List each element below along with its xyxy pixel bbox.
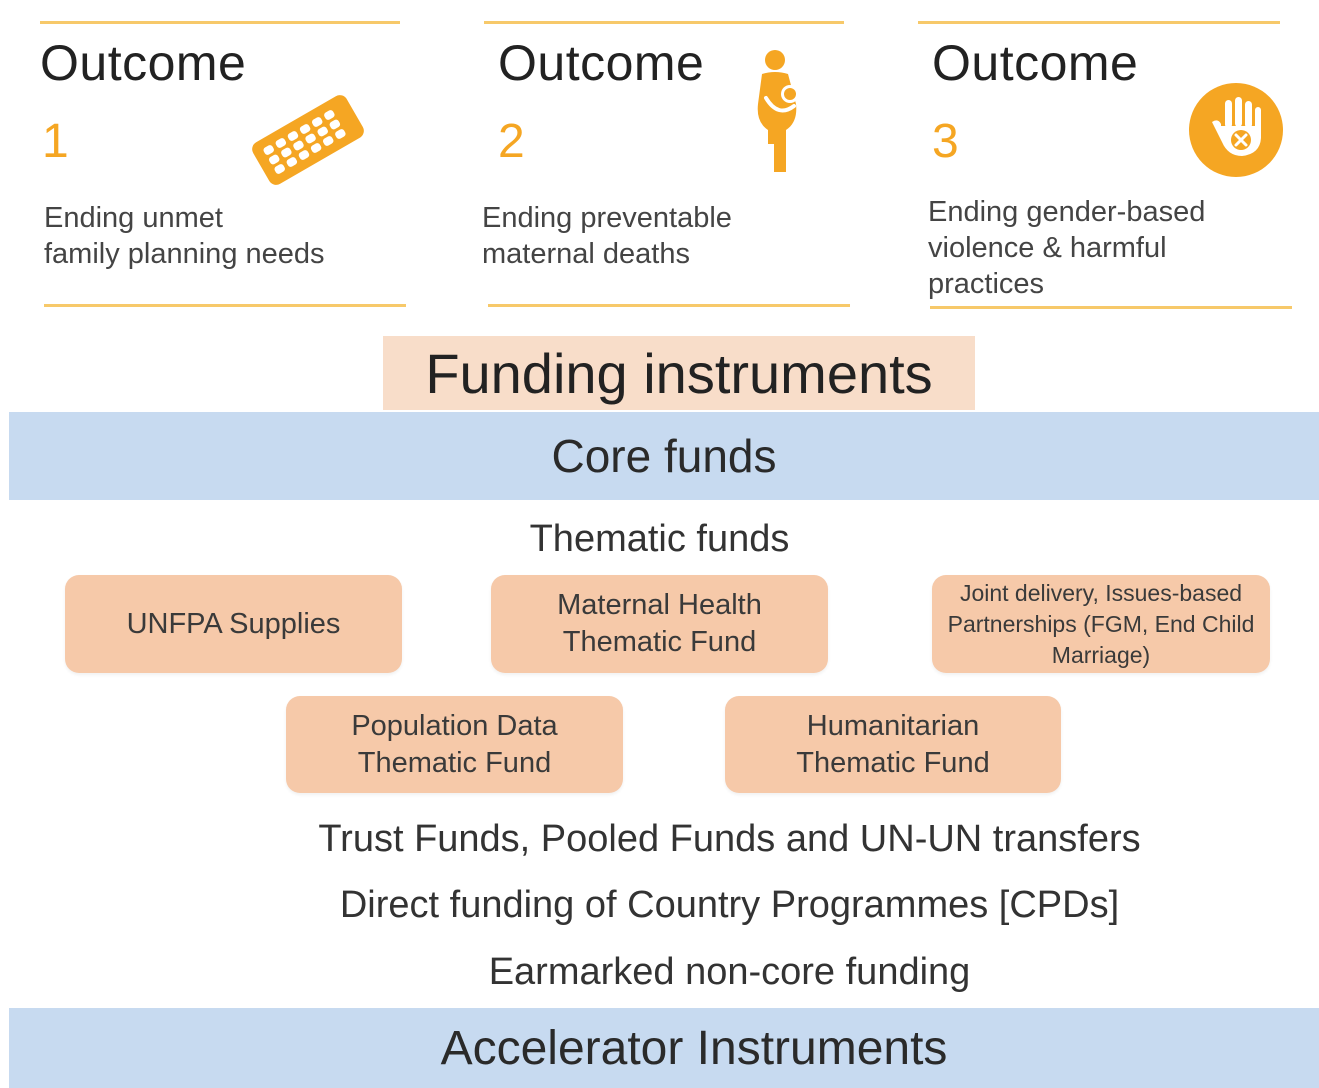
outcome-2-description: Ending preventable maternal deaths [482,202,732,270]
outcome-1-top-rule [40,21,400,24]
outcome-3-bottom-rule [930,306,1292,309]
outcome-2-title: Outcome [498,35,705,91]
outcome-2-top-rule [484,21,844,24]
fund-unfpa-supplies: UNFPA Supplies [65,575,402,673]
accelerator-instruments-band: Accelerator Instruments [9,1008,1319,1088]
outcome-1-title: Outcome [40,35,247,91]
fund-joint-delivery-label: Joint delivery, Issues-based Partnership… [947,579,1255,668]
outcome-1-bottom-rule [44,304,406,307]
fund-unfpa-supplies-label: UNFPA Supplies [126,607,341,640]
fund-maternal-health: Maternal Health Thematic Fund [491,575,828,673]
outcome-2-bottom-rule [488,304,850,307]
fund-humanitarian: Humanitarian Thematic Fund [725,696,1061,793]
core-funds-band: Core funds [9,412,1319,500]
outcome-3-description: Ending gender-based violence & harmful p… [928,196,1206,300]
fund-humanitarian-label: Humanitarian Thematic Fund [796,709,990,779]
contraceptive-pill-pack-icon [252,95,364,185]
trust-funds-label: Trust Funds, Pooled Funds and UN-UN tran… [318,818,1141,860]
outcome-2-number: 2 [498,115,525,168]
thematic-funds-label: Thematic funds [529,518,790,560]
fund-population-data-label: Population Data Thematic Fund [351,709,558,779]
outcome-1-description: Ending unmet family planning needs [44,202,325,270]
outcome-3-top-rule [918,21,1280,24]
accelerator-instruments-label: Accelerator Instruments [440,1021,948,1075]
outcome-1-number: 1 [42,115,69,168]
direct-funding-label: Direct funding of Country Programmes [CP… [339,884,1120,926]
mother-and-child-icon [757,50,799,172]
funding-instruments-title: Funding instruments [383,336,975,410]
fund-maternal-health-label: Maternal Health Thematic Fund [557,589,762,658]
earmarked-funding-label: Earmarked non-core funding [488,951,971,993]
fund-population-data: Population Data Thematic Fund [286,696,623,793]
fund-joint-delivery: Joint delivery, Issues-based Partnership… [932,575,1270,673]
outcome-3-title: Outcome [932,35,1139,91]
outcome-3-number: 3 [932,115,959,168]
stop-hand-icon [1189,83,1283,177]
core-funds-label: Core funds [551,430,777,482]
